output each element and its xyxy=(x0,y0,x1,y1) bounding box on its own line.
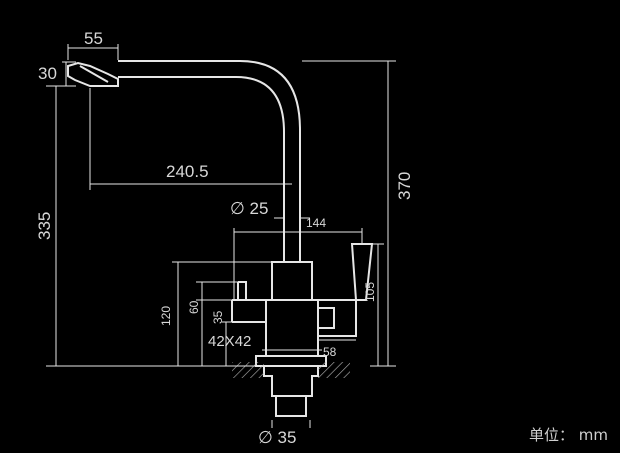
handle-joint xyxy=(318,307,335,329)
dim-base-diameter: ∅ 35 xyxy=(258,428,296,447)
left-lever xyxy=(237,281,247,300)
handle-body xyxy=(318,299,357,337)
countertop-hatch-left xyxy=(232,362,264,378)
dim-body-section: 42X42 xyxy=(208,333,251,350)
dim-total-height: 370 xyxy=(395,172,414,200)
dim-spout-height: 30 xyxy=(38,64,57,83)
left-outlet xyxy=(231,299,266,323)
dim-lever-height: 60 xyxy=(187,300,201,314)
faucet-lower-body xyxy=(265,299,319,357)
dim-handle-height: 105 xyxy=(363,282,377,302)
faucet-body xyxy=(271,261,313,301)
countertop-hatch-right xyxy=(318,362,350,378)
handle-lever xyxy=(350,243,374,301)
base-flange xyxy=(255,355,327,367)
dim-pipe-diameter: ∅ 25 xyxy=(230,199,268,218)
dim-base-to-spout: 335 xyxy=(35,212,54,240)
dim-body-height: 120 xyxy=(159,306,173,326)
dim-reach: 240.5 xyxy=(166,162,209,181)
unit-label: 单位： mm xyxy=(529,426,608,444)
dim-spout-width: 55 xyxy=(84,29,103,48)
spout-arm-inner xyxy=(118,76,285,262)
spout-tip-edge xyxy=(79,65,109,83)
dim-base-offset: 58 xyxy=(323,345,337,359)
dim-outlet-height: 35 xyxy=(211,310,225,324)
dimension-lines xyxy=(46,44,396,428)
mounting-shank xyxy=(275,395,307,417)
mounting-nut xyxy=(263,365,319,397)
spout-arm-outer xyxy=(118,60,301,262)
dim-handle-offset: 144 xyxy=(306,216,326,230)
spout-tip xyxy=(67,61,119,87)
